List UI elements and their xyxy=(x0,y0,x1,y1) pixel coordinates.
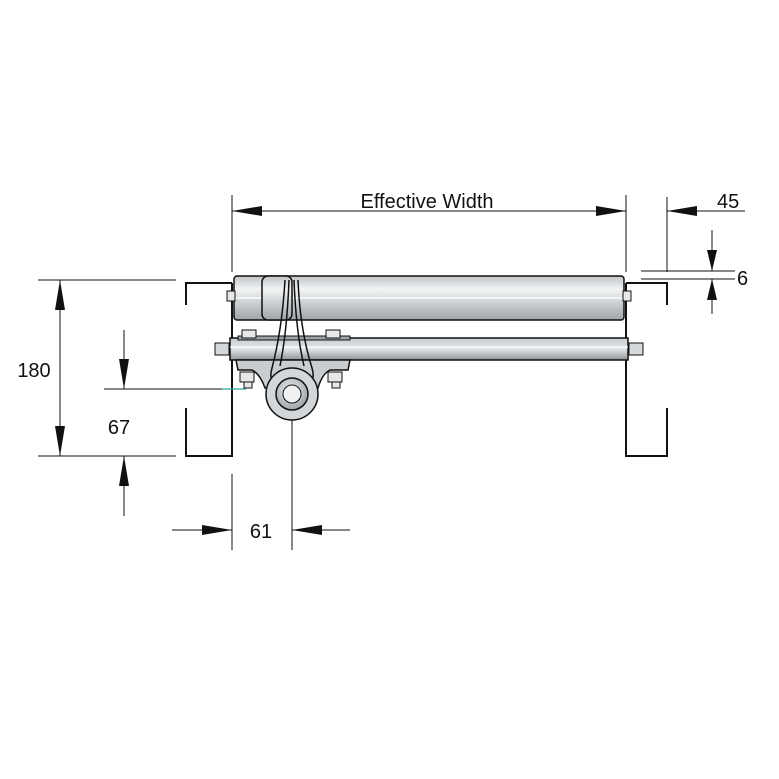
drive-shaft-hub xyxy=(265,367,319,421)
dimension-shaft-height xyxy=(104,330,246,516)
left-side-frame xyxy=(185,282,233,457)
label-side-offset: 45 xyxy=(717,191,739,213)
right-side-frame xyxy=(625,282,668,457)
label-effective-width: Effective Width xyxy=(360,191,493,213)
label-shaft-height: 67 xyxy=(108,417,130,439)
label-frame-height: 180 xyxy=(17,360,50,382)
label-shaft-offset: 61 xyxy=(250,521,272,543)
dimension-roller-height xyxy=(641,230,735,314)
carrier-roller xyxy=(226,275,632,321)
label-roller-height: 6 xyxy=(737,268,748,290)
cross-member-bar xyxy=(214,337,644,361)
dimension-effective-width xyxy=(231,195,627,272)
dimension-frame-height xyxy=(38,279,176,457)
dimension-side-offset xyxy=(666,197,745,272)
dimension-shaft-offset xyxy=(172,420,350,550)
